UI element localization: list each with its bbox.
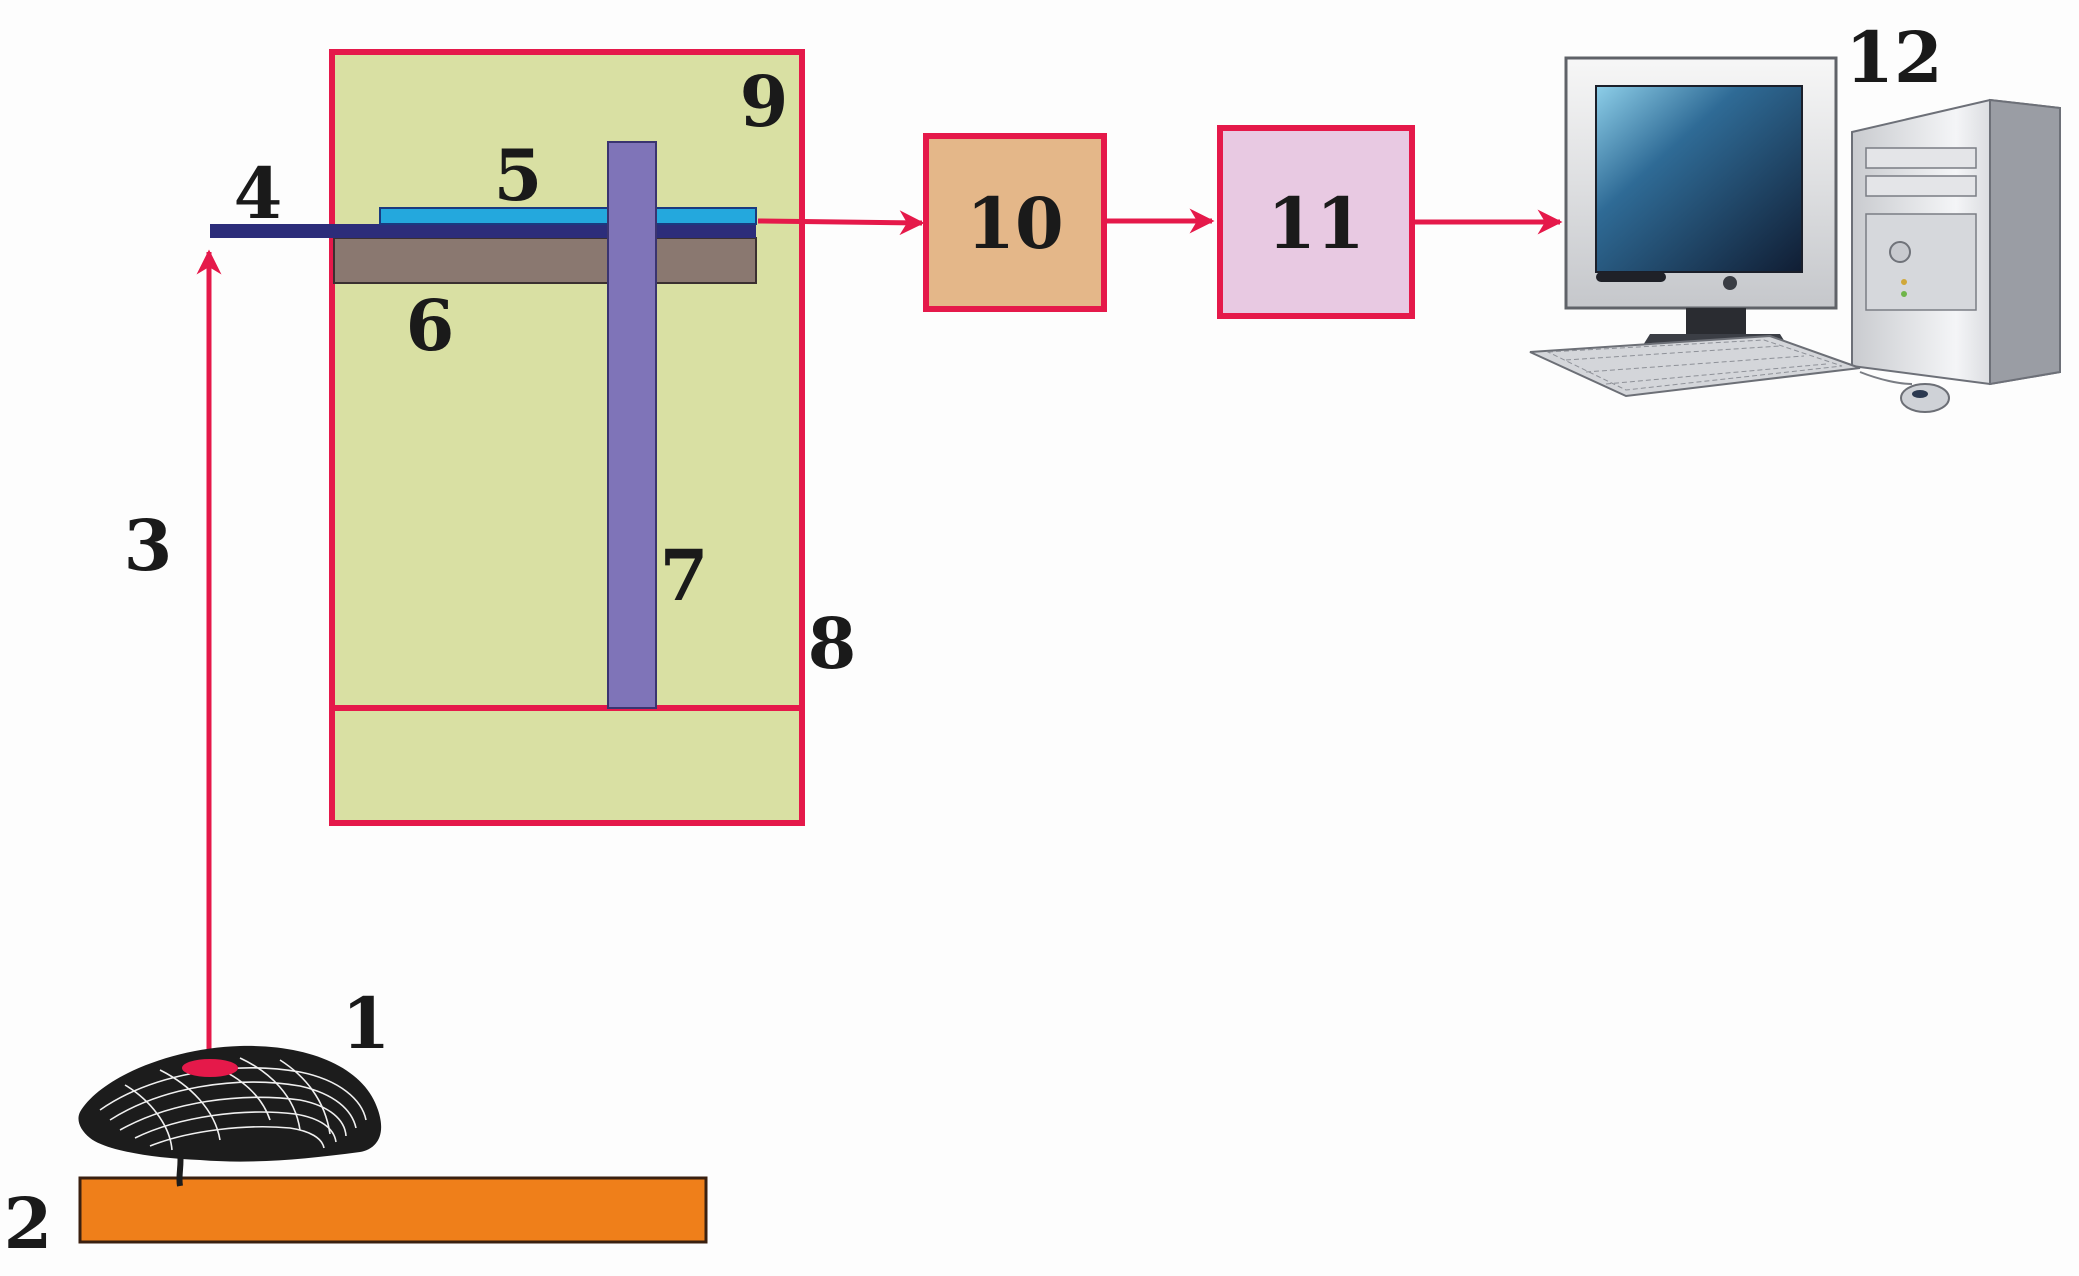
- platform: [78, 1176, 708, 1244]
- label-2: 2: [4, 1182, 53, 1265]
- arrow-sensor-to-10: [757, 210, 925, 236]
- support-post: [607, 141, 657, 709]
- label-8: 8: [808, 602, 857, 685]
- desktop-computer-icon: [1529, 56, 2061, 413]
- label-3: 3: [124, 504, 173, 587]
- label-12: 12: [1845, 16, 1942, 99]
- label-6: 6: [406, 284, 455, 367]
- laser-spot: [182, 1059, 238, 1077]
- cantilever-beam: [210, 224, 756, 238]
- label-9: 9: [740, 60, 789, 143]
- label-7: 7: [660, 534, 709, 617]
- sensor-strip: [379, 207, 757, 225]
- chamber-upper: [329, 49, 805, 711]
- chamber: [329, 49, 805, 826]
- block-11-label: 11: [1267, 182, 1364, 265]
- base-layer: [333, 237, 757, 284]
- block-10: [923, 133, 1107, 312]
- label-4: 4: [234, 152, 283, 235]
- mussel-shell-icon: [78, 1045, 382, 1187]
- block-11: [1217, 125, 1415, 319]
- chamber-base: [329, 705, 805, 826]
- block-10-label: 10: [966, 182, 1063, 265]
- label-1: 1: [342, 982, 391, 1065]
- label-5: 5: [494, 134, 543, 217]
